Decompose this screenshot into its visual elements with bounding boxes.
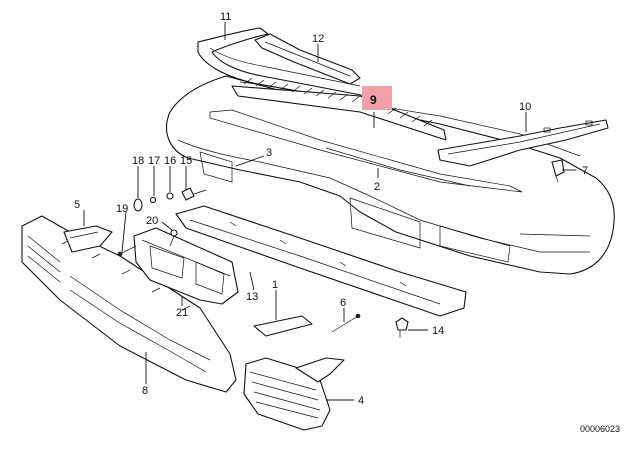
label-13: 13	[246, 291, 258, 303]
part-19-screw	[117, 245, 137, 257]
label-11: 11	[220, 11, 231, 23]
part-21-plate-bracket	[133, 227, 239, 305]
part-4-grille	[243, 357, 345, 431]
label-19: 19	[116, 203, 128, 215]
label-14: 14	[432, 325, 444, 337]
label-16: 16	[164, 155, 176, 167]
part-15-bolt	[181, 187, 207, 201]
highlight-box-part-9	[362, 86, 392, 110]
label-17: 17	[148, 155, 160, 167]
label-18: 18	[132, 155, 144, 167]
label-7: 7	[582, 165, 588, 177]
label-2: 2	[374, 181, 380, 193]
part-16-nut	[166, 192, 174, 200]
label-1: 1	[272, 279, 278, 291]
label-20: 20	[146, 215, 158, 227]
part-18-grommet	[133, 198, 143, 212]
leader-lines	[83, 22, 576, 401]
part-7-clip	[551, 159, 565, 183]
part-3-inner-strip	[209, 109, 523, 193]
label-8: 8	[142, 385, 148, 397]
part-14-bolt	[395, 317, 409, 338]
label-6: 6	[340, 297, 346, 309]
part-8-lower-grille	[21, 215, 237, 393]
part-13-front-strip	[175, 205, 467, 317]
part-20-screw	[169, 229, 178, 247]
part-5-bracket	[63, 225, 113, 253]
label-12: 12	[312, 33, 324, 45]
label-3: 3	[266, 147, 272, 159]
label-21: 21	[176, 307, 188, 319]
part-10-side-trim	[437, 119, 609, 167]
part-17-washer	[149, 196, 157, 204]
part-12-molding-strip	[254, 33, 361, 85]
drawing-code: 00006023	[580, 424, 620, 434]
part-6-screw	[331, 313, 361, 333]
label-9: 9	[370, 93, 377, 107]
part-1-clip	[253, 315, 313, 337]
label-5: 5	[74, 199, 80, 211]
label-10: 10	[519, 101, 531, 113]
label-4: 4	[358, 395, 364, 407]
label-15: 15	[180, 155, 192, 167]
